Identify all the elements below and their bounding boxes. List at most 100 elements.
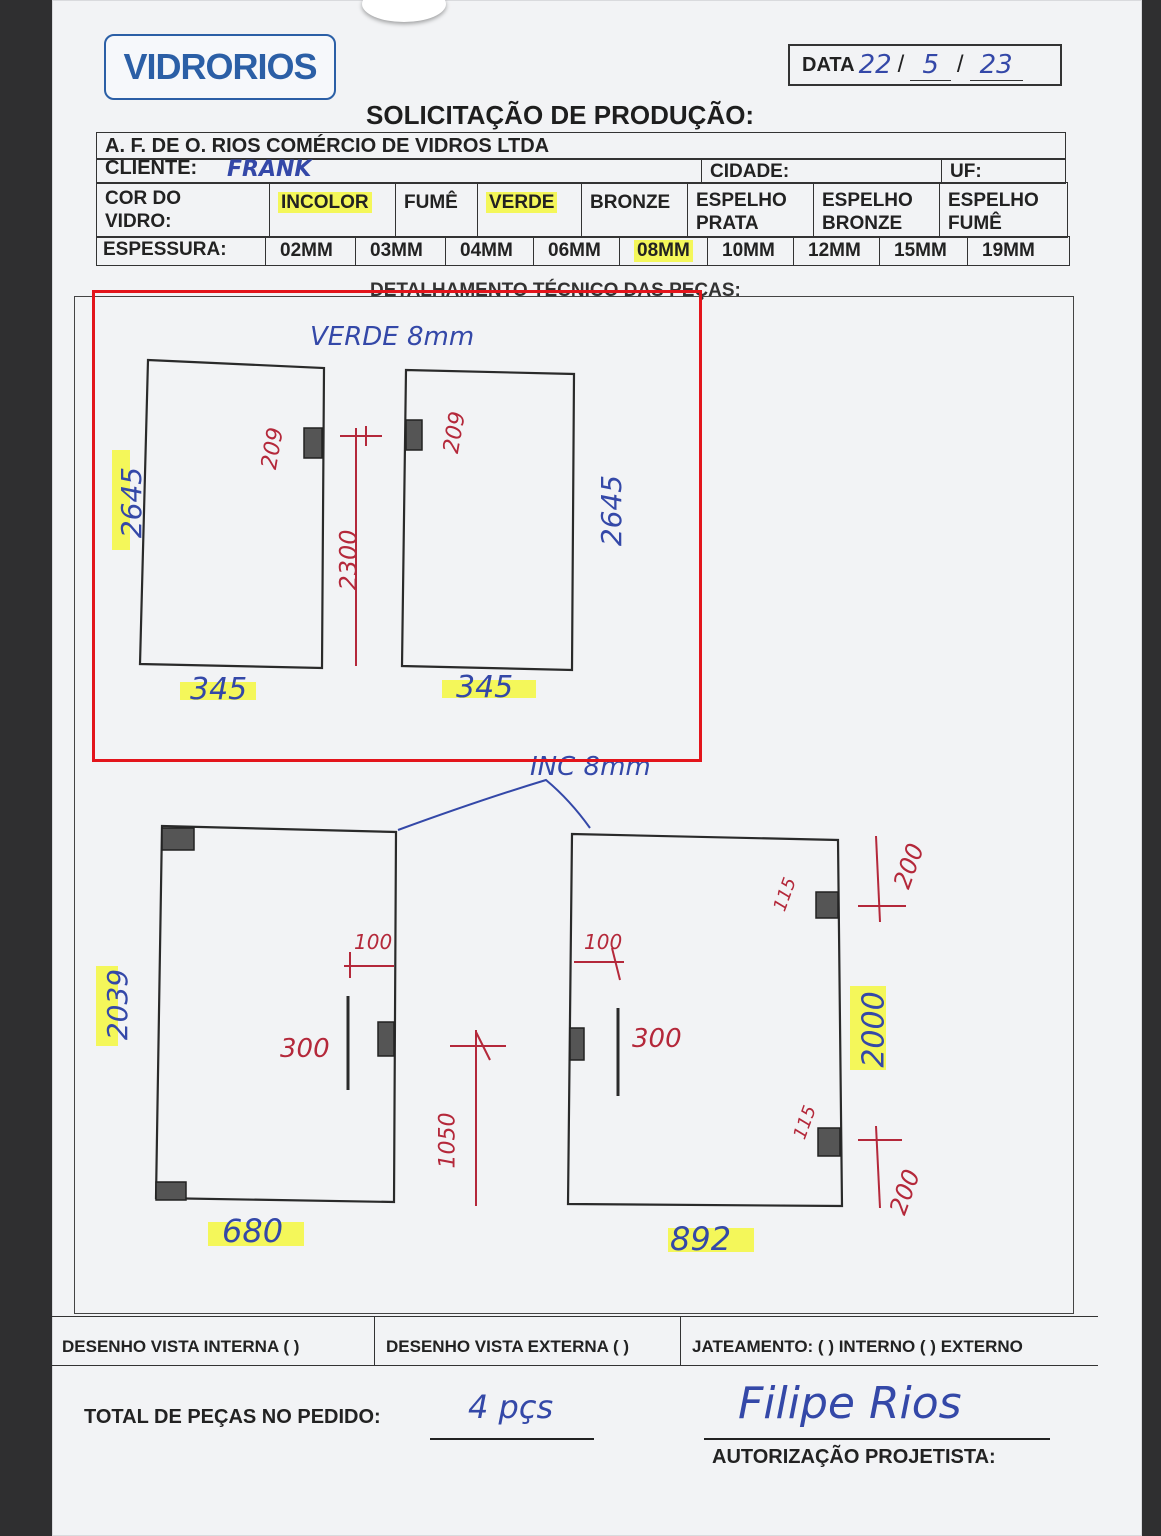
thickness-option-label: 12MM: [808, 240, 861, 261]
thickness-row: ESPESSURA: 02MM 03MM 04MM 06MM 08MM 10MM 12MM 1…: [96, 236, 1070, 266]
glass-color-option-label: FUMÊ: [404, 192, 458, 213]
lock-icon: [569, 1027, 585, 1061]
company-row: A. F. DE O. RIOS COMÉRCIO DE VIDROS LTDA: [96, 132, 1066, 160]
signature: Filipe Rios: [738, 1378, 962, 1429]
panel-2-outline: [400, 368, 576, 672]
thickness-option-label: 10MM: [722, 240, 775, 261]
date-year: 23: [969, 50, 1023, 81]
inc-note-leader: [397, 778, 591, 831]
panel-3-dim-100: 100: [354, 930, 393, 954]
hinge-icon: [405, 419, 423, 451]
thickness-option[interactable]: 10MM: [707, 237, 793, 265]
logo-text: VIDRORIOS: [123, 46, 317, 87]
thickness-option-label: 04MM: [460, 240, 513, 261]
panel-4-dim-300: 300: [632, 1024, 682, 1054]
hinge-icon: [303, 427, 323, 459]
thickness-option-label: 15MM: [894, 240, 947, 261]
thickness-option[interactable]: 12MM: [793, 237, 879, 265]
glass-color-option[interactable]: BRONZE: [581, 183, 687, 237]
client-value: FRANK: [227, 157, 312, 182]
hinge-icon: [815, 891, 839, 919]
panel-3-width: 680: [222, 1212, 284, 1250]
thickness-option[interactable]: 04MM: [445, 237, 533, 265]
date-label: DATA: [802, 53, 855, 76]
thickness-label: ESPESSURA:: [103, 239, 227, 260]
thickness-option-label: 19MM: [982, 240, 1035, 261]
panel-1-width: 345: [190, 672, 248, 707]
total-label: TOTAL DE PEÇAS NO PEDIDO:: [84, 1406, 381, 1428]
panel-4-dim-100: 100: [584, 930, 623, 954]
drawing-area: [74, 296, 1074, 1314]
panel-3-outline: [154, 824, 398, 1204]
highlight-mark: [112, 450, 130, 550]
hinge-icon: [155, 1181, 187, 1201]
thickness-option[interactable]: 06MM: [533, 237, 619, 265]
glass-color-option-label: BRONZE: [590, 192, 671, 213]
company-name: A. F. DE O. RIOS COMÉRCIO DE VIDROS LTDA: [105, 135, 550, 157]
thickness-option[interactable]: 15MM: [879, 237, 967, 265]
blasting-option[interactable]: JATEAMENTO: ( ) INTERNO ( ) EXTERNO: [692, 1337, 1023, 1356]
highlight-mark: [668, 1228, 754, 1252]
internal-view-option[interactable]: DESENHO VISTA INTERNA ( ): [62, 1337, 300, 1356]
glass-color-option[interactable]: VERDE: [477, 183, 581, 237]
total-value: 4 pçs: [468, 1388, 554, 1426]
glass-color-option[interactable]: FUMÊ: [395, 183, 477, 237]
uf-cell: UF:: [941, 159, 982, 183]
glass-color-option-label: VERDE: [486, 191, 558, 214]
total-underline: [430, 1438, 594, 1440]
thickness-option-label: 08MM: [634, 240, 693, 262]
hinge-icon: [161, 827, 195, 851]
city-cell: CIDADE:: [701, 159, 789, 183]
client-label: CLIENTE:: [105, 157, 198, 179]
city-label: CIDADE:: [710, 161, 790, 182]
thickness-option-label: 03MM: [370, 240, 423, 261]
paper-clip-hole: [362, 0, 446, 22]
highlight-mark: [850, 986, 886, 1070]
thickness-option-label: 06MM: [548, 240, 601, 261]
hinge-icon: [817, 1127, 841, 1157]
vidrorios-logo: VIDRORIOS: [104, 34, 336, 100]
panel-2-width: 345: [456, 670, 514, 705]
selection-box: [92, 290, 702, 762]
authorization-label: AUTORIZAÇÃO PROJETISTA:: [712, 1446, 996, 1468]
date-month: 5: [910, 50, 951, 81]
highlight-mark: [442, 680, 536, 698]
highlight-mark: [96, 966, 118, 1046]
highlight-mark: [180, 682, 256, 700]
panel-4-outline: [566, 832, 844, 1208]
glass-color-option[interactable]: INCOLOR: [269, 183, 395, 237]
highlight-mark: [208, 1222, 304, 1246]
panel-4-width: 892: [670, 1220, 732, 1258]
thickness-option[interactable]: 02MM: [265, 237, 355, 265]
date-box: DATA 22 / 5 / 23: [788, 44, 1062, 86]
view-options-row: DESENHO VISTA INTERNA ( ) DESENHO VISTA …: [52, 1316, 1098, 1366]
panel-4-height: 2000: [856, 991, 892, 1068]
lock-icon: [377, 1021, 395, 1057]
date-day: 22: [858, 50, 892, 80]
panel-3-dim-300: 300: [280, 1034, 330, 1064]
mid-dim-1050: 1050: [435, 1112, 461, 1169]
thickness-option[interactable]: 19MM: [967, 237, 1071, 265]
page-title: SOLICITAÇÃO DE PRODUÇÃO:: [366, 100, 755, 130]
glass-color-option-label: INCOLOR: [278, 191, 372, 214]
uf-label: UF:: [950, 161, 982, 182]
external-view-option[interactable]: DESENHO VISTA EXTERNA ( ): [386, 1337, 630, 1356]
note-verde-8mm: VERDE 8mm: [310, 322, 475, 352]
thickness-option[interactable]: 03MM: [355, 237, 445, 265]
signature-line: [704, 1438, 1050, 1440]
order-sheet: [52, 0, 1142, 1536]
panel-1-outline: [138, 358, 326, 670]
note-inc-8mm: INC 8mm: [530, 752, 651, 782]
thickness-option-label: 02MM: [280, 240, 333, 261]
panel-3-height: 2039: [101, 968, 135, 1041]
thickness-option[interactable]: 08MM: [619, 237, 707, 265]
